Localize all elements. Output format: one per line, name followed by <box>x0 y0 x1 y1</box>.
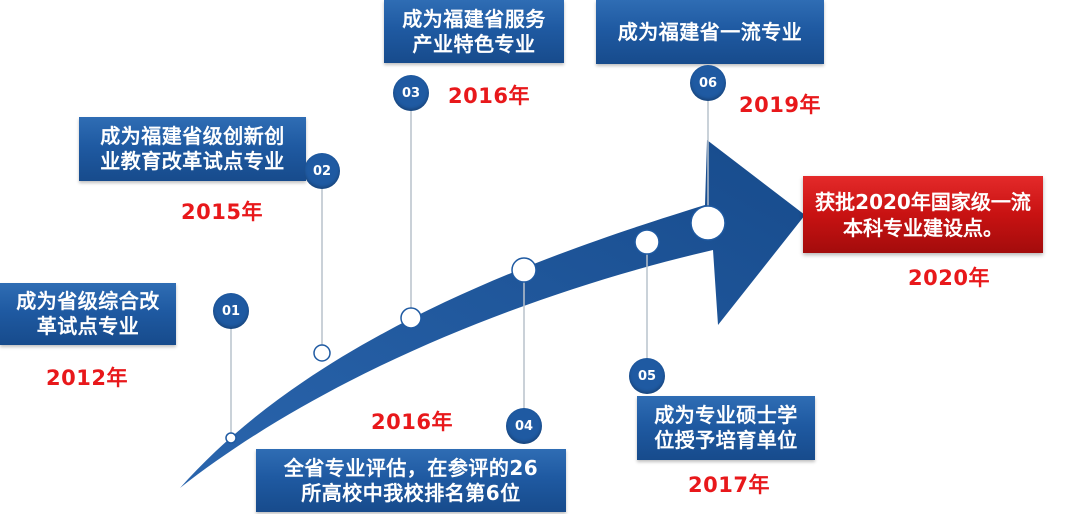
milestone-01-badge: 01 <box>213 293 249 329</box>
final-milestone-box: 获批2020年国家级一流 本科专业建设点。 <box>803 176 1043 253</box>
milestone-03-year: 2016年 <box>448 84 530 108</box>
milestone-03-badge: 03 <box>393 75 429 111</box>
milestone-06-box: 成为福建省一流专业 <box>596 0 824 64</box>
milestone-01-year: 2012年 <box>46 366 128 390</box>
arrow-dot-04 <box>511 257 537 283</box>
growth-arrow <box>180 140 805 488</box>
final-milestone-year: 2020年 <box>908 266 990 290</box>
arrow-dot-06 <box>690 205 726 241</box>
milestone-05-year: 2017年 <box>688 473 770 497</box>
milestone-05-box: 成为专业硕士学 位授予培育单位 <box>637 396 815 460</box>
milestone-04-year: 2016年 <box>371 410 453 434</box>
milestone-02-year: 2015年 <box>181 200 263 224</box>
milestone-03-box: 成为福建省服务 产业特色专业 <box>384 0 564 63</box>
milestone-06-year: 2019年 <box>739 93 821 117</box>
milestone-02-box: 成为福建省级创新创 业教育改革试点专业 <box>79 117 306 181</box>
arrow-dot-03 <box>400 307 422 329</box>
milestone-04-box: 全省专业评估，在参评的26 所高校中我校排名第6位 <box>256 449 566 512</box>
milestone-01-box: 成为省级综合改 革试点专业 <box>0 283 176 345</box>
arrow-dot-05 <box>634 229 660 255</box>
milestone-04-badge: 04 <box>506 408 542 444</box>
arrow-dot-02 <box>313 344 331 362</box>
milestone-05-badge: 05 <box>629 358 665 394</box>
milestone-02-badge: 02 <box>304 153 340 189</box>
arrow-dot-01 <box>225 432 237 444</box>
milestone-06-badge: 06 <box>690 65 726 101</box>
